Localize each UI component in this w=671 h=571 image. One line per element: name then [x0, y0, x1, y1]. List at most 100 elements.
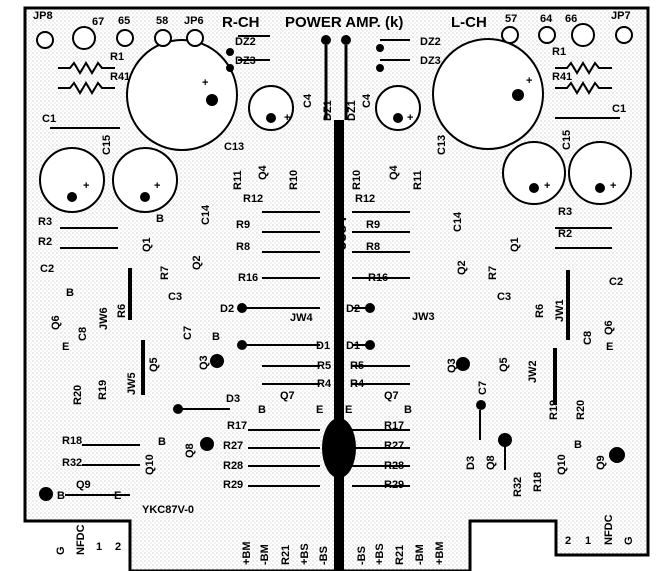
- svg-text:Q2: Q2: [191, 255, 203, 270]
- svg-text:D1: D1: [316, 340, 330, 352]
- center-c4-right: C4: [361, 93, 373, 108]
- svg-text:R28: R28: [384, 460, 404, 472]
- svg-text:DZ2: DZ2: [235, 36, 256, 48]
- svg-text:R17: R17: [384, 420, 404, 432]
- svg-text:R29: R29: [223, 479, 243, 491]
- svg-text:JW5: JW5: [126, 372, 138, 395]
- svg-text:66: 66: [565, 13, 577, 25]
- center-c4-left: C4: [302, 93, 314, 108]
- svg-text:R9: R9: [366, 219, 380, 231]
- svg-text:R20: R20: [575, 400, 587, 420]
- svg-text:JP7: JP7: [611, 10, 631, 22]
- svg-text:D1: D1: [346, 340, 360, 352]
- svg-text:-BS: -BS: [356, 546, 368, 565]
- svg-text:65: 65: [118, 15, 130, 27]
- svg-text:R27: R27: [223, 440, 243, 452]
- svg-text:Q3: Q3: [446, 358, 458, 373]
- svg-text:D2: D2: [346, 303, 360, 315]
- svg-text:R9: R9: [236, 219, 250, 231]
- capacitor-pads: [67, 89, 605, 202]
- svg-text:JW6: JW6: [98, 307, 110, 330]
- svg-text:JP8: JP8: [33, 10, 53, 22]
- svg-text:R6: R6: [534, 304, 546, 318]
- svg-text:R18: R18: [532, 472, 544, 492]
- svg-text:C14: C14: [452, 211, 464, 232]
- svg-text:R21: R21: [394, 545, 406, 565]
- svg-text:R41: R41: [552, 71, 572, 83]
- svg-text:R10: R10: [351, 170, 363, 190]
- svg-text:R32: R32: [62, 457, 82, 469]
- center-pad: [322, 418, 356, 478]
- svg-text:Q7: Q7: [280, 390, 295, 402]
- svg-text:B: B: [404, 404, 412, 416]
- svg-text:R4: R4: [350, 378, 365, 390]
- component-traces: [50, 35, 620, 496]
- svg-text:G: G: [55, 546, 67, 555]
- center-trace: [334, 120, 344, 570]
- svg-text:-BM: -BM: [259, 544, 271, 565]
- center-dz1-left: DZ1: [322, 100, 334, 121]
- svg-text:C7: C7: [182, 326, 194, 340]
- header-title: POWER AMP. (k): [285, 14, 403, 31]
- svg-text:R18: R18: [62, 435, 82, 447]
- jumper-pads: [36, 23, 633, 50]
- svg-text:Q5: Q5: [148, 357, 160, 372]
- svg-text:D2: D2: [220, 303, 234, 315]
- svg-text:B: B: [66, 287, 74, 299]
- svg-text:Q2: Q2: [456, 260, 468, 275]
- svg-text:C7: C7: [477, 381, 489, 395]
- svg-text:+: +: [407, 112, 413, 124]
- svg-text:+: +: [202, 77, 208, 89]
- svg-text:Q8: Q8: [184, 443, 196, 458]
- svg-text:C1: C1: [42, 113, 56, 125]
- svg-text:Q10: Q10: [556, 454, 568, 475]
- svg-text:Q1: Q1: [141, 237, 153, 252]
- svg-text:C14: C14: [200, 204, 212, 225]
- svg-text:E: E: [114, 490, 121, 502]
- svg-text:C3: C3: [168, 291, 182, 303]
- svg-text:JW2: JW2: [527, 360, 539, 383]
- center-dz1-right: DZ1: [346, 100, 358, 121]
- svg-text:R10: R10: [288, 170, 300, 190]
- svg-text:R16: R16: [238, 272, 258, 284]
- svg-text:JP6: JP6: [184, 15, 204, 27]
- svg-text:C15: C15: [101, 135, 113, 155]
- board-code: YKC87V-0: [142, 504, 194, 516]
- svg-text:R8: R8: [236, 241, 250, 253]
- svg-text:B: B: [212, 331, 220, 343]
- svg-text:R1: R1: [110, 51, 124, 63]
- svg-text:R6: R6: [116, 304, 128, 318]
- svg-text:DZ3: DZ3: [235, 55, 256, 67]
- svg-text:E: E: [62, 341, 69, 353]
- svg-text:E: E: [345, 404, 352, 416]
- svg-text:+: +: [154, 180, 160, 192]
- svg-text:Q5: Q5: [498, 357, 510, 372]
- svg-text:G: G: [623, 536, 635, 545]
- capacitors-large: [39, 38, 632, 213]
- svg-text:+BM: +BM: [241, 541, 253, 565]
- svg-text:+: +: [526, 75, 532, 87]
- svg-text:+: +: [284, 112, 290, 124]
- svg-text:+BM: +BM: [434, 541, 446, 565]
- svg-text:67: 67: [92, 16, 104, 28]
- svg-text:Q9: Q9: [595, 455, 607, 470]
- svg-text:R2: R2: [38, 236, 52, 248]
- svg-text:R12: R12: [355, 193, 375, 205]
- svg-text:JW4: JW4: [290, 312, 314, 324]
- svg-text:58: 58: [156, 15, 168, 27]
- svg-text:R3: R3: [558, 206, 572, 218]
- svg-text:C1: C1: [612, 103, 626, 115]
- svg-text:R7: R7: [159, 266, 171, 280]
- svg-text:Q4: Q4: [257, 164, 269, 180]
- svg-text:JW1: JW1: [554, 299, 566, 322]
- svg-text:NFDC: NFDC: [603, 514, 615, 545]
- svg-text:JW3: JW3: [412, 311, 435, 323]
- svg-text:1: 1: [585, 535, 591, 547]
- svg-text:Q8: Q8: [485, 455, 497, 470]
- svg-text:Q9: Q9: [76, 479, 91, 491]
- svg-text:Q10: Q10: [144, 454, 156, 475]
- svg-text:DZ3: DZ3: [420, 55, 441, 67]
- svg-text:R5: R5: [317, 360, 331, 372]
- svg-text:C8: C8: [77, 327, 89, 341]
- svg-text:R32: R32: [512, 477, 524, 497]
